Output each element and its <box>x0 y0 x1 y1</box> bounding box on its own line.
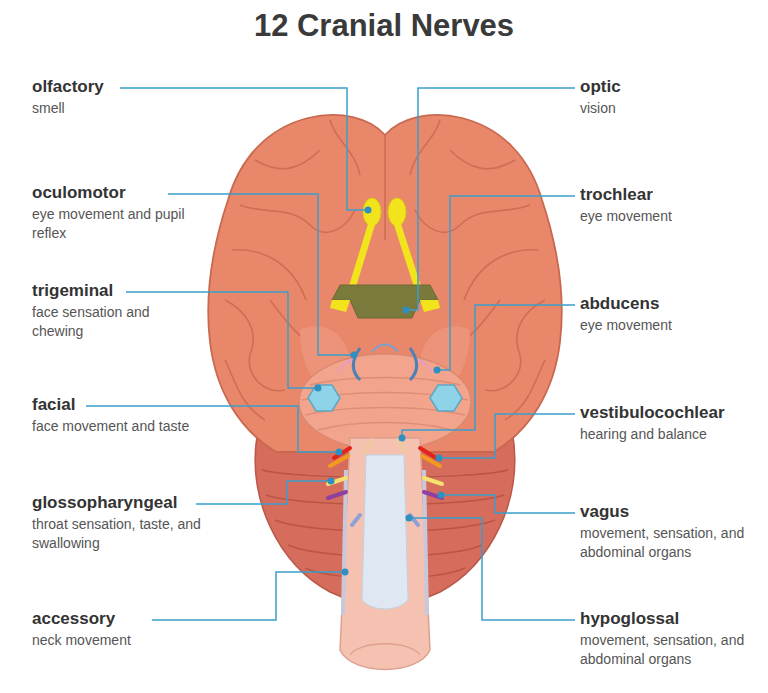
nerve-roots <box>328 440 442 525</box>
optic-nerve <box>420 300 440 312</box>
olfactory-bulb <box>363 198 406 226</box>
leader-line <box>86 88 575 620</box>
nerve-function: smell <box>32 99 202 118</box>
trigeminal-nerve <box>430 385 462 411</box>
olfactory-tract <box>352 226 418 288</box>
nerve-function: face movement and taste <box>32 417 202 436</box>
nerve-function: vision <box>580 99 750 118</box>
trochlear-nerve <box>338 360 352 372</box>
nerve-name: vagus <box>580 502 629 522</box>
nerve-name: trigeminal <box>32 281 113 301</box>
nerve-name: trochlear <box>580 185 653 205</box>
nerve-function: movement, sensation, and abdominal organ… <box>580 631 760 669</box>
nerve-name: vestibulocochlear <box>580 403 725 423</box>
nerve-function: hearing and balance <box>580 425 760 444</box>
medulla <box>340 438 430 670</box>
nerve-function: eye movement <box>580 207 750 226</box>
nerve-name: olfactory <box>32 77 104 97</box>
trigeminal-nerve <box>308 385 340 411</box>
nerve-name: hypoglossal <box>580 609 679 629</box>
nerve-function: eye movement and pupil reflex <box>32 205 202 243</box>
nerve-function: face sensation and chewing <box>32 303 202 341</box>
optic-nerve <box>330 300 350 312</box>
nerve-name: abducens <box>580 294 659 314</box>
accessory-nerve <box>343 470 427 615</box>
medulla-pyramid <box>362 455 408 609</box>
mammillary-body <box>372 345 398 353</box>
nerve-name: optic <box>580 77 621 97</box>
spinal-cord <box>350 644 420 655</box>
nerve-function: throat sensation, taste, and swallowing <box>32 515 207 553</box>
nerve-name: accessory <box>32 609 115 629</box>
oculomotor-nerve <box>410 348 417 380</box>
cerebrum <box>208 115 562 452</box>
leader-dot <box>315 207 445 576</box>
diagram-title: 12 Cranial Nerves <box>0 8 768 44</box>
nerve-function: neck movement <box>32 631 202 650</box>
nerve-name: facial <box>32 395 75 415</box>
trochlear-nerve <box>418 360 432 372</box>
pons-fibres <box>302 378 468 431</box>
nerve-name: glossopharyngeal <box>32 493 177 513</box>
pons <box>299 354 471 450</box>
nerve-function: movement, sensation, and abdominal organ… <box>580 524 760 562</box>
nerve-function: eye movement <box>580 316 750 335</box>
nerve-name: oculomotor <box>32 183 126 203</box>
